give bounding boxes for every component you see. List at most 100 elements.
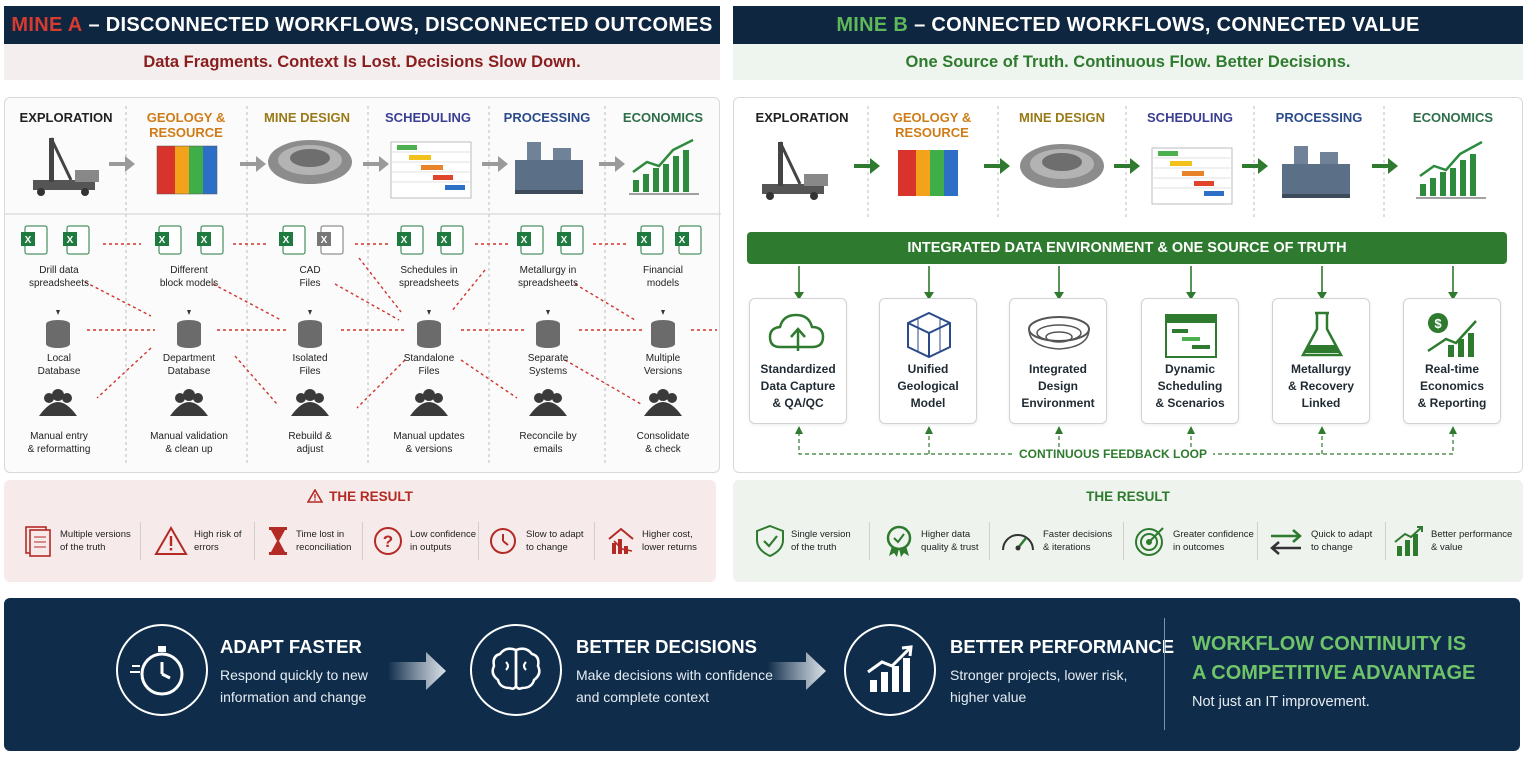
pit-icon [1028,316,1090,350]
file-label: Drill data spreadsheets [28,265,90,289]
database-label: Department Database [162,353,216,377]
hourglass-icon [269,527,287,555]
flow-arrow-icon [599,156,625,172]
shield-check-icon [756,524,784,558]
quality-badge-icon [886,525,912,557]
benefit-icon-circle [116,624,208,716]
flask-icon [1300,311,1344,357]
mine-b-panel: MINE B – CONNECTED WORKFLOWS, CONNECTED … [733,6,1523,582]
processing-plant-icon [1282,146,1350,198]
file-label: Financial models [642,265,684,289]
file-label: Metallurgy in spreadsheets [517,265,579,289]
result-item: Better performance & value [1393,516,1512,566]
drill-rig-icon [33,137,99,196]
final-statement-text: Not just an IT improvement. [1192,694,1370,710]
svg-text:X: X [441,235,448,246]
benefit-title: BETTER DECISIONS [576,636,757,657]
result-item: High risk of errors [154,516,242,566]
calendar-icon [1165,314,1217,358]
stopwatch-icon [130,646,184,696]
result-separator [254,522,255,560]
result-item: Time lost in reconciliation [266,516,351,566]
svg-text:X: X [321,235,328,246]
database-label: Isolated Files [292,353,328,377]
mine-a-title: MINE A – DISCONNECTED WORKFLOWS, DISCONN… [4,6,720,44]
process-label: Manual validation & clean up [150,431,228,455]
result-separator [140,522,141,560]
capability-card: Metallurgy & Recovery Linked [1272,298,1370,424]
result-item: Higher data quality & trust [883,516,979,566]
spreadsheet-file-icon: X X [21,225,90,255]
swap-arrows-icon [1270,529,1302,555]
error-triangle-icon [154,525,188,555]
stage-header-processing: PROCESSING [503,110,591,125]
flow-arrow-icon [1114,158,1140,174]
capability-card: Integrated Design Environment [1009,298,1107,424]
brain-icon [491,647,541,690]
mine-a-title-highlight: MINE A [11,13,83,36]
file-label: Schedules in spreadsheets [398,265,460,289]
database-label: Multiple Versions [643,353,683,377]
financial-chart-icon [1416,140,1486,199]
bar-to-card-arrows [794,266,1458,300]
benefit-icon-circle [470,624,562,716]
final-statement-title: WORKFLOW CONTINUITY IS A COMPETITIVE ADV… [1192,633,1476,684]
process-label: Reconcile by emails [519,431,577,455]
spreadsheet-file-icon: X X [155,225,224,255]
drill-rig-icon [762,141,828,200]
documents-icon [25,526,51,557]
process-label: Consolidate & check [636,431,690,455]
down-arrow-icon [187,310,191,315]
mine-b-title: MINE B – CONNECTED WORKFLOWS, CONNECTED … [733,6,1523,44]
flow-arrow-icon [109,156,135,172]
stage-header-geology: GEOLOGY & RESOURCE [146,110,226,140]
flow-arrow-icon [482,156,508,172]
people-group-icon [39,389,682,416]
finance-chart-icon: $ [1427,313,1477,357]
down-arrow-icon [546,310,550,315]
result-item: ? Low confidence in outputs [372,516,476,566]
flow-arrow-icon [240,156,266,172]
benefit-text: Stronger projects, lower risk, higher va… [950,667,1128,705]
result-item: Higher cost, lower returns [606,516,697,566]
cube-icon [907,311,951,359]
process-label: Manual entry & reformatting [27,431,91,455]
slow-clock-icon [490,528,516,554]
svg-text:X: X [201,235,208,246]
mine-b-result: THE RESULT Single version of the truth H… [733,480,1523,582]
spreadsheet-file-icon: X X [517,225,584,255]
result-item: Slow to adapt to change [488,516,584,566]
open-pit-icon [1020,144,1104,188]
integrated-data-bar: INTEGRATED DATA ENVIRONMENT & ONE SOURCE… [747,232,1507,264]
result-item: Greater confidence in outcomes [1133,516,1254,566]
result-separator [1123,522,1124,560]
block-model-icon [156,145,218,195]
file-label: Different block models [159,265,219,289]
database-label: Standalone Files [403,353,455,377]
result-separator [869,522,870,560]
svg-text:X: X [641,235,648,246]
down-arrow-icon [427,310,431,315]
capability-card: Unified Geological Model [879,298,977,424]
stage-header-exploration: EXPLORATION [755,110,849,125]
chevron-arrow-icon [388,652,446,690]
flow-arrow-icon [854,158,880,174]
mine-a-title-text: – DISCONNECTED WORKFLOWS, DISCONNECTED O… [88,13,713,36]
database-label: Separate Systems [527,353,569,377]
svg-text:X: X [283,235,290,246]
benefit-title: ADAPT FASTER [220,636,362,657]
down-arrow-icon [661,310,665,315]
gantt-chart-icon [1151,147,1233,205]
stage-header-mine-design: MINE DESIGN [1019,110,1105,125]
down-arrow-icon [308,310,312,315]
result-separator [478,522,479,560]
down-arrow-icon [56,310,60,315]
flow-arrow-icon [1372,158,1398,174]
svg-text:X: X [561,235,568,246]
flow-arrow-icon [1242,158,1268,174]
mine-b-title-highlight: MINE B [836,13,909,36]
stage-header-geology: GEOLOGY & RESOURCE [892,110,972,140]
speedometer-icon [1002,534,1034,551]
mine-a-result-title: THE RESULT [4,488,716,504]
mine-b-diagram [762,106,1486,455]
